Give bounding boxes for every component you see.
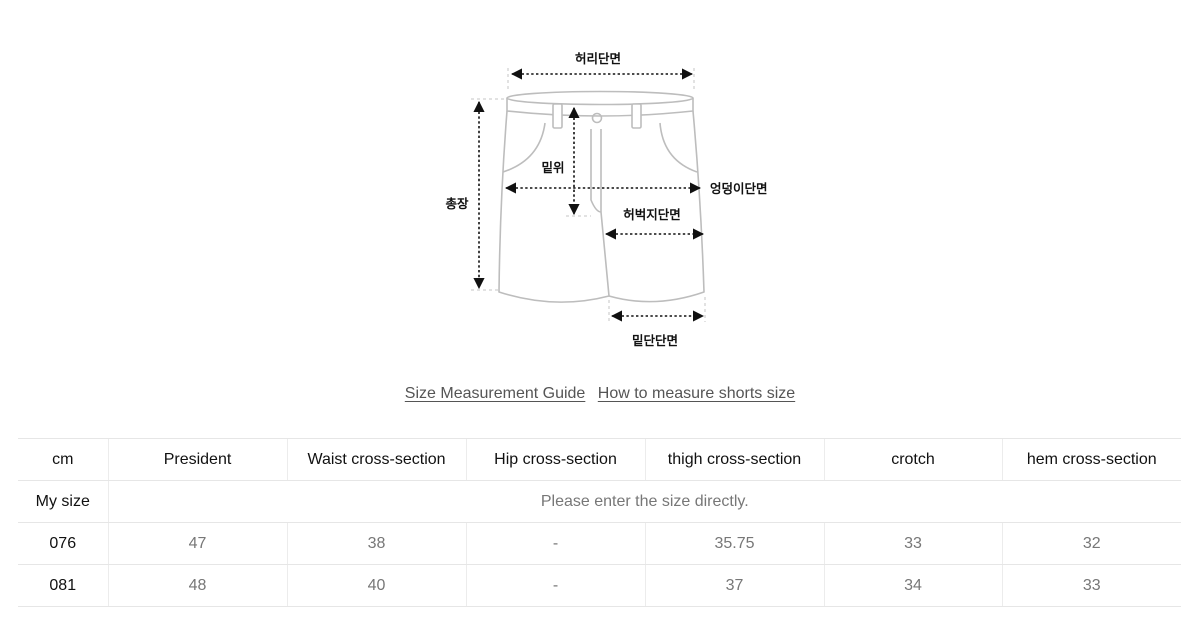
size-cell: 081 bbox=[18, 564, 108, 607]
length-label: 총장 bbox=[445, 196, 469, 211]
my-size-row: My size Please enter the size directly. bbox=[18, 480, 1181, 523]
value-cell: 33 bbox=[1001, 564, 1181, 607]
how-to-measure-link[interactable]: How to measure shorts size bbox=[597, 385, 796, 402]
col-header-hem: hem cross-section bbox=[1001, 438, 1181, 481]
shorts-measurement-diagram: 허리단면 밑위 엉덩이단면 총장 허벅지단면 밑단단면 bbox=[445, 51, 768, 348]
table-row: 076 47 38 - 35.75 33 32 bbox=[18, 522, 1181, 565]
size-measurement-guide-link[interactable]: Size Measurement Guide bbox=[404, 385, 586, 402]
value-cell: 38 bbox=[286, 522, 466, 565]
value-cell: - bbox=[465, 522, 645, 565]
size-table: cm President Waist cross-section Hip cro… bbox=[18, 438, 1181, 607]
value-cell: 48 bbox=[107, 564, 287, 607]
col-header-waist: Waist cross-section bbox=[286, 438, 466, 481]
waist-label: 허리단면 bbox=[575, 51, 621, 66]
value-cell: 35.75 bbox=[644, 522, 824, 565]
value-cell: 37 bbox=[644, 564, 824, 607]
size-cell: 076 bbox=[18, 522, 108, 565]
hem-label: 밑단단면 bbox=[632, 333, 678, 348]
value-cell: 47 bbox=[107, 522, 287, 565]
value-cell: 34 bbox=[823, 564, 1002, 607]
hip-label: 엉덩이단면 bbox=[710, 181, 768, 196]
my-size-input-prompt[interactable]: Please enter the size directly. bbox=[107, 480, 1181, 523]
table-row: 081 48 40 - 37 34 33 bbox=[18, 564, 1181, 607]
value-cell: 32 bbox=[1001, 522, 1181, 565]
col-header-unit: cm bbox=[18, 438, 108, 481]
guide-links: Size Measurement Guide How to measure sh… bbox=[0, 385, 1200, 403]
col-header-thigh: thigh cross-section bbox=[644, 438, 824, 481]
guide-lines bbox=[471, 68, 706, 322]
shorts-outline bbox=[498, 90, 705, 303]
my-size-label: My size bbox=[18, 480, 108, 523]
col-header-total-length: President bbox=[107, 438, 287, 481]
col-header-crotch: crotch bbox=[823, 438, 1002, 481]
rise-label: 밑위 bbox=[541, 160, 564, 175]
value-cell: 40 bbox=[286, 564, 466, 607]
value-cell: 33 bbox=[823, 522, 1002, 565]
col-header-hip: Hip cross-section bbox=[465, 438, 645, 481]
table-header-row: cm President Waist cross-section Hip cro… bbox=[18, 438, 1181, 481]
thigh-label: 허벅지단면 bbox=[623, 207, 681, 222]
value-cell: - bbox=[465, 564, 645, 607]
